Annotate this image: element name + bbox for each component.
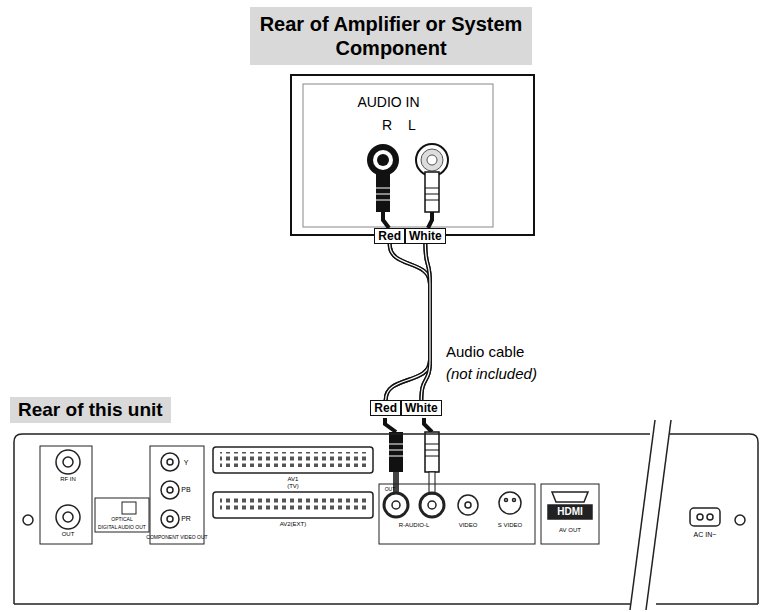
port-label: R-AUDIO-L [399, 522, 430, 529]
label-text: Red [378, 229, 401, 243]
audio-cable [386, 244, 430, 400]
channel-letter: R [382, 118, 392, 133]
port-label: OUT [62, 531, 75, 538]
break-mark [630, 420, 671, 610]
plug-red-top [376, 172, 390, 228]
port-label: PR [181, 515, 191, 523]
port-label: Y [184, 459, 189, 467]
audio-cable [386, 244, 430, 400]
port-label: AV2(EXT) [280, 521, 307, 528]
plug-white-bottom [424, 418, 439, 494]
heading: Rear of Amplifier or System Component [250, 7, 532, 65]
port-label: AV OUT [559, 527, 581, 534]
plug-tag: White [401, 400, 442, 416]
label-text: Red [374, 401, 397, 415]
audio-cable [421, 244, 430, 400]
port-label: VIDEO [459, 522, 478, 529]
plug-white-top [425, 172, 439, 228]
port-label: COMPONENT VIDEO OUT [146, 535, 207, 541]
channel-letter: L [408, 118, 416, 133]
port-label: PB [181, 486, 190, 494]
port-label: AV1 [288, 476, 299, 483]
label-text: White [405, 401, 438, 415]
plug-tag: White [405, 228, 446, 244]
amplifier-box: Rear of Amplifier or System ComponentAUD… [290, 74, 535, 236]
cable-note: (not included) [446, 366, 537, 383]
jack-l [416, 144, 448, 176]
jack-r [367, 144, 399, 176]
port-label: OPTICAL [111, 517, 132, 523]
port-label: S VIDEO [498, 522, 522, 529]
port-label: DIGITAL AUDIO OUT [98, 525, 146, 531]
audio-cable [390, 244, 430, 400]
heading: Rear of this unit [10, 397, 171, 423]
plug-tag: Red [370, 400, 401, 416]
port-label: RF IN [60, 476, 76, 483]
plug-red-bottom [385, 418, 403, 494]
port-label: HDMI [557, 506, 583, 517]
label-text: AUDIO IN [268, 94, 509, 110]
port-label: AC IN~ [694, 531, 717, 539]
cable-note: Audio cable [446, 344, 524, 361]
port-label: OUT [385, 487, 396, 493]
port-label: (TV) [287, 483, 299, 490]
plug-tag: Red [374, 228, 405, 244]
label-text: White [409, 229, 442, 243]
